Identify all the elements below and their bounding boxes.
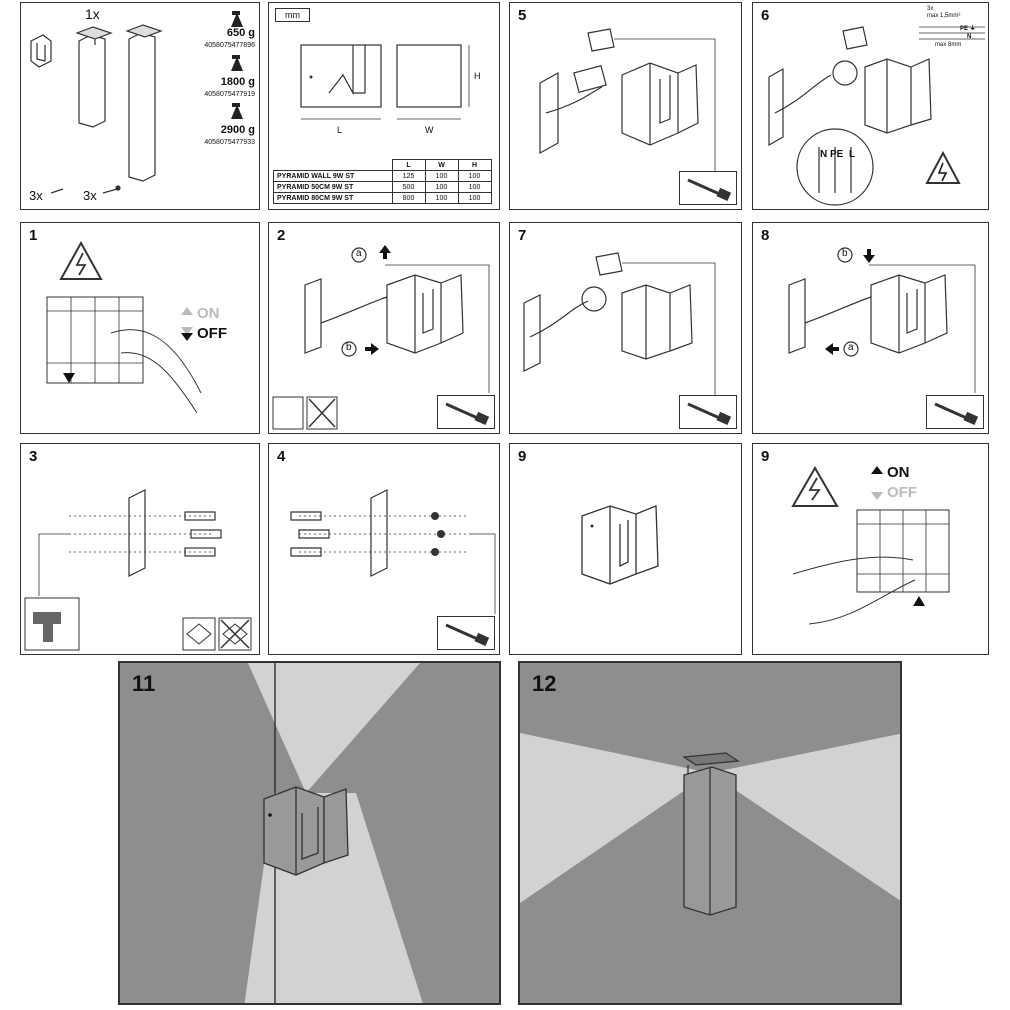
- terminal-pe-label: PE: [830, 149, 844, 160]
- marker-a: a: [356, 248, 362, 259]
- ean-3: 4058075477933: [204, 139, 255, 146]
- step-number: 7: [518, 227, 527, 244]
- weight-1: 650 g: [226, 27, 255, 39]
- dim-w-label: W: [425, 125, 434, 135]
- panel-step-6: 6 3x max 1,5mm² PE ⏚ N max 8mm N PE L: [752, 2, 989, 210]
- step-number: 4: [277, 448, 286, 465]
- table-header-row: L W H: [274, 159, 492, 171]
- weight-3: 2900 g: [220, 124, 255, 136]
- panel-step-7: 7: [509, 222, 742, 434]
- marker-a: a: [848, 342, 854, 353]
- screwdriver-icon: [926, 395, 984, 429]
- step-number: 9: [518, 448, 527, 465]
- weight-2: 1800 g: [220, 76, 255, 88]
- screwdriver-icon: [437, 395, 495, 429]
- off-label: OFF: [887, 484, 917, 501]
- step-number: 2: [277, 227, 286, 244]
- quantity-label: 1x: [85, 6, 100, 22]
- switch-on-illustration: [791, 466, 950, 625]
- panel-step-9-mounted: 9: [509, 443, 742, 655]
- panel-12-bollard-light-distribution: 12: [518, 661, 902, 1005]
- panel-product-overview: 1x 650 g 4058075477896 1800 g 405807: [20, 2, 260, 210]
- wall-light-beams: [120, 663, 499, 1003]
- panel-step-5: 5: [509, 2, 742, 210]
- screwdriver-icon: [679, 395, 737, 429]
- panel-step-8: 8 b a: [752, 222, 989, 434]
- step-number: 11: [132, 671, 156, 696]
- n-label: N: [967, 34, 972, 40]
- screwdriver-icon: [437, 616, 495, 650]
- dim-h-label: H: [474, 71, 481, 81]
- step-number: 1: [29, 227, 38, 244]
- ean-2: 4058075477919: [204, 91, 255, 98]
- step-8-illustration: [788, 247, 976, 393]
- step-number: 9: [761, 448, 770, 465]
- panel-step-2: 2 a b: [268, 222, 500, 434]
- panel-step-1: 1 ON OFF: [20, 222, 260, 434]
- step-number: 12: [532, 671, 557, 696]
- step-2-illustration: [272, 245, 490, 430]
- panel-dimensions: mm L W H L W H PYRAMID WALL 9W ST 125 10…: [268, 2, 500, 210]
- step-3-illustration: [24, 489, 252, 651]
- step-number: 3: [29, 448, 38, 465]
- dim-l-label: L: [337, 125, 343, 135]
- unit-label: mm: [275, 8, 310, 22]
- pe-label: PE ⏚: [960, 26, 976, 32]
- step-number: 6: [761, 7, 770, 24]
- step-number: 5: [518, 7, 527, 24]
- anchors-qty: 3x: [29, 188, 43, 203]
- panel-11-wall-light-distribution: 11: [118, 661, 501, 1005]
- luminaire-illustrations: [30, 11, 243, 194]
- mounted-luminaire-illustration: [581, 505, 659, 585]
- step-4-illustration: [290, 489, 496, 614]
- wire-spec-section: max 1,5mm²: [927, 13, 961, 19]
- step-7-illustration: [523, 252, 716, 397]
- table-row: PYRAMID 50CM 9W ST 500 100 100: [273, 181, 492, 193]
- table-row: PYRAMID WALL 9W ST 125 100 100: [273, 170, 492, 182]
- wire-spec-strip: max 8mm: [935, 42, 962, 48]
- off-label: OFF: [197, 325, 227, 342]
- step-5-illustration: [539, 28, 716, 173]
- on-label: ON: [887, 464, 910, 481]
- wiring-illustration: [768, 26, 985, 206]
- panel-step-4: 4: [268, 443, 500, 655]
- screws-qty: 3x: [83, 188, 97, 203]
- dimension-drawing: [300, 44, 470, 120]
- screwdriver-icon: [679, 171, 737, 205]
- bollard-light-beams: [520, 663, 900, 1003]
- panel-step-3: 3: [20, 443, 260, 655]
- ean-1: 4058075477896: [204, 42, 255, 49]
- table-row: PYRAMID 80CM 9W ST 800 100 100: [273, 192, 492, 204]
- marker-b: b: [842, 248, 848, 259]
- terminal-l-label: L: [849, 149, 856, 160]
- terminal-n-label: N: [820, 149, 828, 160]
- on-label: ON: [197, 305, 220, 322]
- switch-off-illustration: [46, 240, 202, 414]
- dimensions-table: L W H PYRAMID WALL 9W ST 125 100 100 PYR…: [273, 159, 492, 204]
- step-number: 8: [761, 227, 770, 244]
- marker-b: b: [346, 342, 352, 353]
- wire-spec-qty: 3x: [927, 6, 934, 12]
- panel-step-9-switch-on: 9 ON OFF: [752, 443, 989, 655]
